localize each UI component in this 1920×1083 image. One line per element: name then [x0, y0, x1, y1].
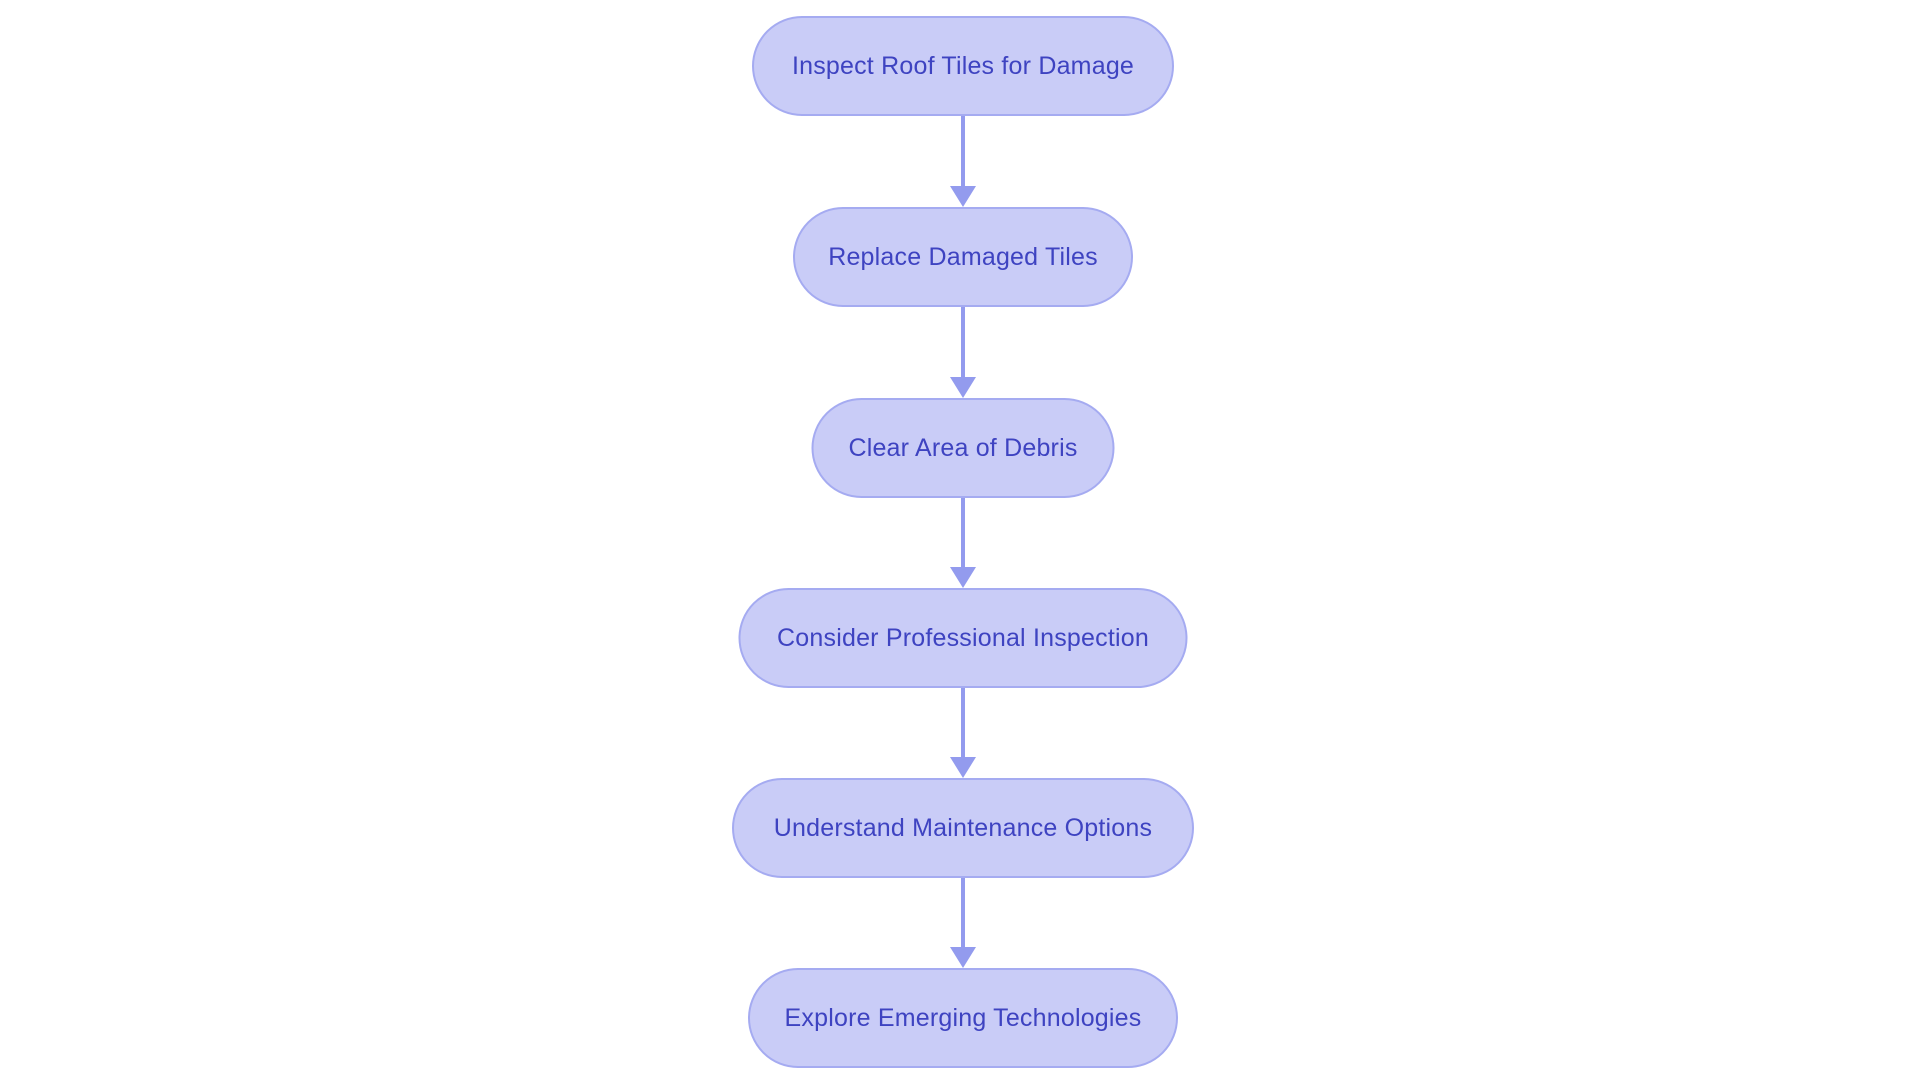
flow-arrow-5: [950, 878, 976, 968]
flow-node-consider-professional-inspection: Consider Professional Inspection: [738, 588, 1188, 688]
arrow-line: [961, 688, 965, 757]
arrow-head-icon: [950, 186, 976, 207]
flow-node-label: Consider Professional Inspection: [777, 623, 1149, 652]
arrow-head-icon: [950, 947, 976, 968]
flow-node-inspect-roof-tiles: Inspect Roof Tiles for Damage: [752, 16, 1174, 116]
arrow-line: [961, 307, 965, 377]
flow-node-explore-emerging-technologies: Explore Emerging Technologies: [748, 968, 1178, 1068]
flow-node-label: Understand Maintenance Options: [773, 813, 1153, 842]
flow-node-understand-maintenance-options: Understand Maintenance Options: [732, 778, 1194, 878]
flow-arrow-3: [950, 498, 976, 588]
arrow-line: [961, 116, 965, 186]
arrow-head-icon: [950, 377, 976, 398]
flow-node-replace-damaged-tiles: Replace Damaged Tiles: [793, 207, 1133, 307]
flow-arrow-4: [950, 688, 976, 778]
arrow-head-icon: [950, 757, 976, 778]
flow-node-label: Clear Area of Debris: [848, 433, 1078, 462]
flow-arrow-2: [950, 307, 976, 398]
arrow-line: [961, 878, 965, 947]
flow-node-label: Inspect Roof Tiles for Damage: [791, 51, 1135, 80]
arrow-head-icon: [950, 567, 976, 588]
flow-arrow-1: [950, 116, 976, 207]
flow-node-label: Replace Damaged Tiles: [828, 242, 1098, 271]
arrow-line: [961, 498, 965, 567]
flow-node-label: Explore Emerging Technologies: [784, 1003, 1142, 1032]
flow-node-clear-area-of-debris: Clear Area of Debris: [811, 398, 1115, 498]
